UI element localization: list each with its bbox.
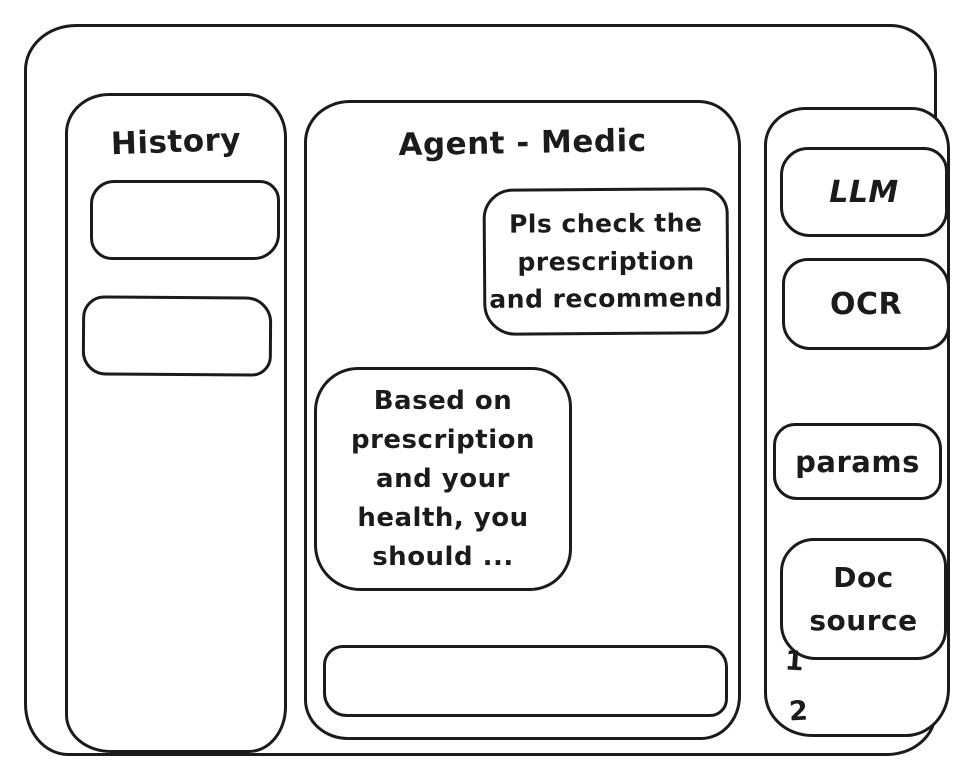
- llm-button[interactable]: LLM: [780, 147, 948, 237]
- history-title: History: [110, 121, 242, 163]
- app-frame: History Agent - Medic Pls check the pres…: [24, 24, 950, 756]
- history-item[interactable]: [90, 180, 280, 260]
- params-button[interactable]: params: [773, 423, 942, 500]
- doc-source-item-number: 2: [788, 695, 810, 728]
- tools-panel: LLM OCR params Doc source 1 2: [764, 107, 950, 737]
- agent-message-bubble: Based on prescription and your health, y…: [314, 367, 572, 591]
- ocr-button[interactable]: OCR: [782, 258, 950, 350]
- doc-source-item-number: 1: [783, 645, 806, 678]
- doc-source-button[interactable]: Doc source: [780, 538, 947, 660]
- history-item[interactable]: [81, 295, 273, 377]
- chat-panel: Agent - Medic Pls check the prescription…: [304, 100, 741, 740]
- history-panel: History: [65, 93, 287, 753]
- user-message-bubble: Pls check the prescription and recommend: [482, 187, 730, 336]
- chat-title: Agent - Medic: [398, 122, 647, 164]
- chat-message-input[interactable]: [323, 645, 728, 717]
